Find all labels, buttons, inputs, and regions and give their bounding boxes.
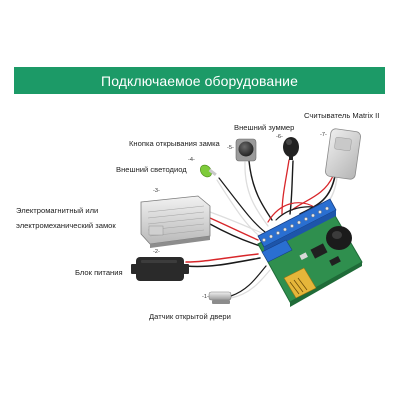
board-pcb-edge: [290, 262, 362, 307]
led-wire-a: [218, 177, 266, 233]
tag-reader: -7-: [320, 132, 327, 138]
led-wire-b: [216, 179, 263, 239]
page-title: Подключаемое оборудование: [101, 72, 298, 89]
reader-wire-red: [291, 175, 334, 211]
board-loop-red: [267, 202, 317, 223]
tag-lock: -3-: [153, 188, 160, 194]
title-banner: Подключаемое оборудование: [14, 67, 385, 94]
reader-device: [325, 128, 361, 180]
led-device: [200, 164, 217, 178]
terminal-block-low: [261, 239, 293, 263]
label-reader: Считыватель Matrix II: [304, 111, 380, 120]
sensor-wire-a: [230, 265, 267, 297]
power-wire-black: [185, 257, 261, 268]
tag-buzzer: -6-: [276, 134, 283, 140]
wires: [185, 159, 338, 299]
buzzer-wire-black: [289, 160, 294, 215]
power-wire-red: [185, 253, 259, 263]
label-buzzer: Внешний зуммер: [234, 123, 295, 132]
door-sensor-device: [208, 291, 232, 304]
lock-wire-white: [209, 211, 265, 235]
label-button: Кнопка открывания замка: [129, 139, 220, 148]
lock-wire-black: [209, 223, 261, 247]
buzzer-wire-red: [281, 159, 290, 215]
relay: [283, 267, 317, 299]
label-lock-line1: Электромагнитный или: [16, 206, 99, 215]
buzzer-device: [283, 137, 299, 160]
button-wire-a: [248, 160, 273, 221]
tag-button: -5-: [227, 145, 234, 151]
sensor-wire-b: [230, 269, 271, 299]
power-device: [131, 257, 189, 281]
button-wire-b: [244, 161, 269, 227]
tag-power: -2-: [153, 249, 160, 255]
label-led: Внешний светодиод: [116, 165, 187, 174]
lock-device: [140, 195, 211, 248]
label-sensor: Датчик открытой двери: [149, 312, 231, 321]
label-lock-line2: электромеханический замок: [16, 221, 116, 230]
lock-wire-red: [209, 217, 259, 241]
controller-board: [257, 198, 363, 307]
tag-sensor: -1-: [202, 294, 209, 300]
chip: [310, 243, 328, 259]
label-power: Блок питания: [75, 268, 123, 277]
tag-led: -4-: [188, 157, 195, 163]
button-device: [235, 138, 257, 162]
